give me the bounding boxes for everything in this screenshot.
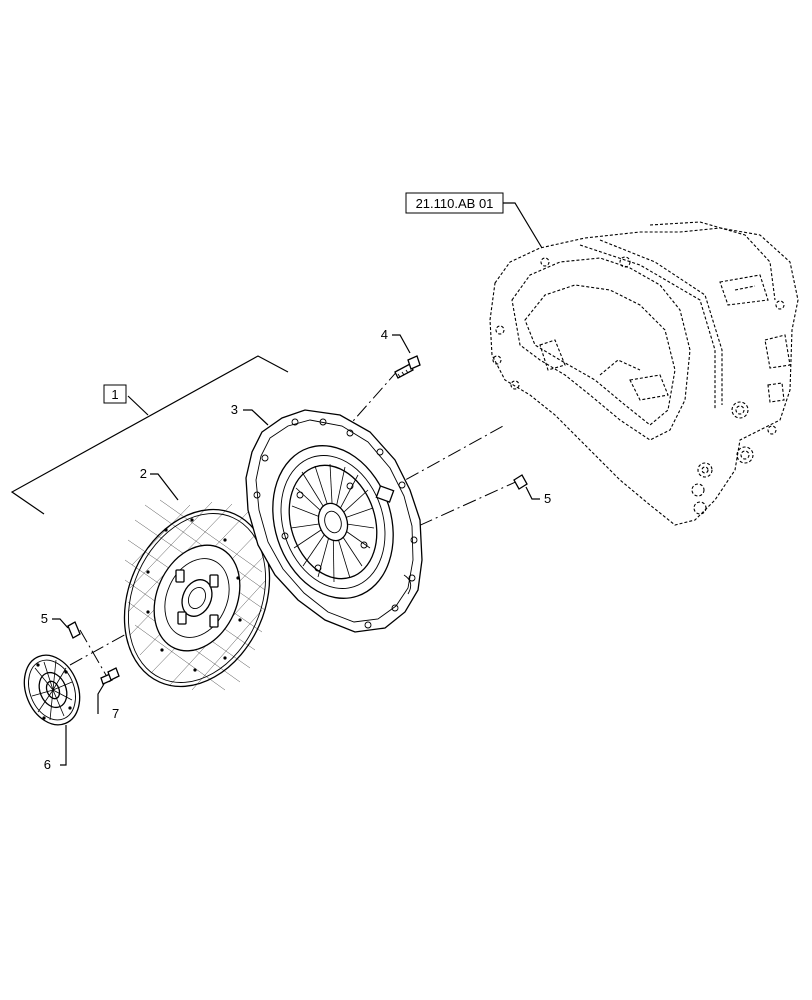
callout-2-label: 2 bbox=[140, 466, 147, 481]
leader-lines bbox=[52, 202, 543, 766]
bolt-4 bbox=[394, 355, 421, 379]
pin-5-right bbox=[513, 474, 528, 490]
callout-5-right-label: 5 bbox=[544, 491, 551, 506]
callout-5-left-label: 5 bbox=[41, 611, 48, 626]
transmission-housing bbox=[489, 221, 799, 526]
friction-disc-rivets bbox=[146, 518, 242, 672]
screw-7 bbox=[100, 667, 120, 685]
friction-disc bbox=[123, 499, 271, 691]
housing-reference-callout: 21.110.AB 01 bbox=[405, 192, 504, 214]
callout-4-label: 4 bbox=[381, 327, 388, 342]
pin-5-left bbox=[67, 621, 81, 639]
callout-1: 1 bbox=[103, 384, 127, 404]
callout-3-label: 3 bbox=[231, 402, 238, 417]
callout-7-label: 7 bbox=[112, 706, 119, 721]
callout-6-label: 6 bbox=[44, 757, 51, 772]
pressure-plate bbox=[245, 409, 423, 633]
housing-reference-label: 21.110.AB 01 bbox=[416, 196, 494, 211]
damper-hub bbox=[23, 654, 81, 726]
callout-1-label: 1 bbox=[111, 387, 118, 402]
kit-bracket bbox=[10, 355, 289, 515]
pressure-plate-bolt-holes bbox=[253, 418, 418, 629]
